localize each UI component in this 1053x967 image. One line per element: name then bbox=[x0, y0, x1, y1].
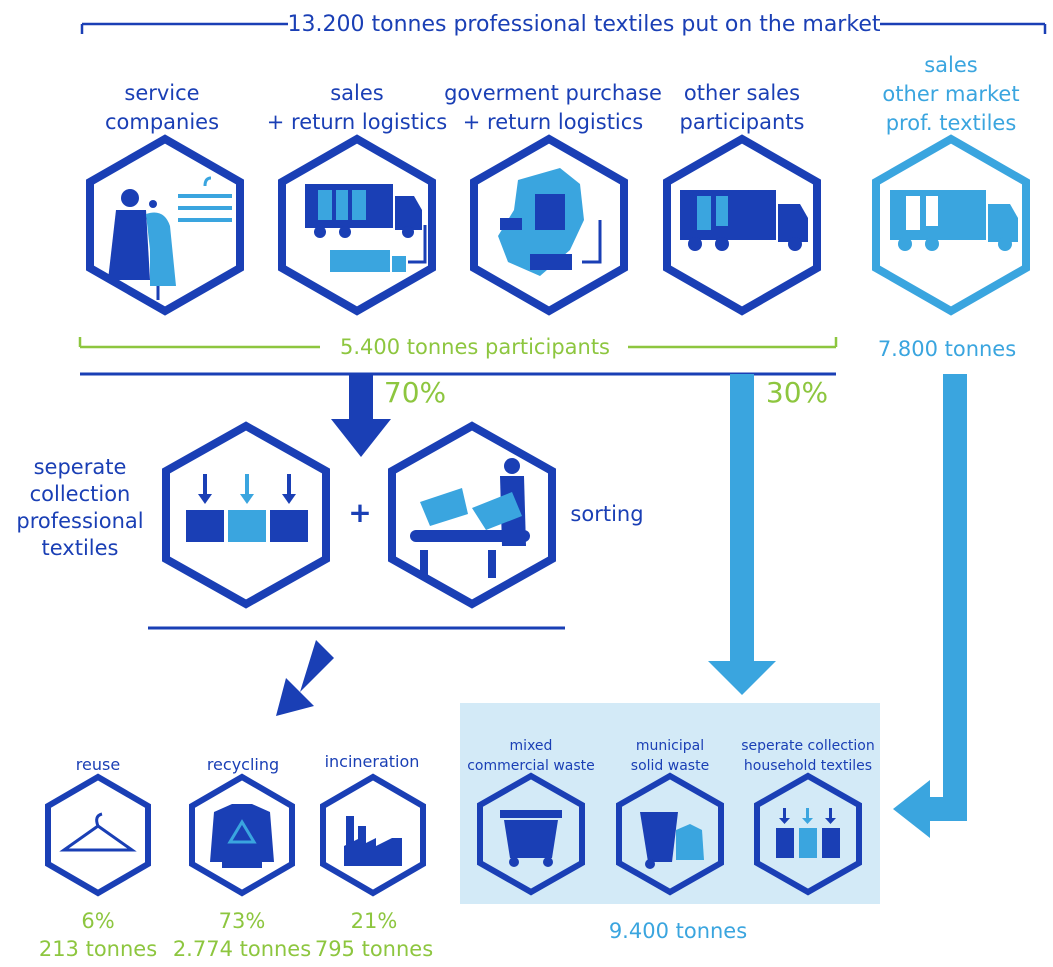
collection-line1: seperate bbox=[34, 455, 127, 479]
collection-hex bbox=[162, 421, 330, 609]
map-truck-icon bbox=[498, 168, 602, 276]
collection-line3: professional bbox=[16, 509, 143, 533]
waste-2-line2: solid waste bbox=[631, 758, 709, 774]
other-market-tonnes: 7.800 tonnes bbox=[878, 337, 1016, 361]
person-hangers-icon bbox=[108, 189, 176, 300]
arrow-30-icon bbox=[708, 374, 776, 695]
other-market-line1: sales bbox=[924, 53, 978, 77]
arrow-other-market-icon bbox=[893, 374, 967, 838]
collection-labels: seperate collection professional textile… bbox=[16, 455, 143, 560]
pct-30: 30% bbox=[766, 376, 828, 409]
participant-hex-2 bbox=[278, 134, 436, 316]
waste-3-line2: household textiles bbox=[744, 758, 872, 774]
plus-sign: + bbox=[348, 496, 371, 529]
truck-icon bbox=[890, 190, 1018, 251]
participant-labels: service companies sales + return logisti… bbox=[105, 81, 805, 134]
participant-2-line1: sales bbox=[330, 81, 384, 105]
participant-3-line1: goverment purchase bbox=[444, 81, 662, 105]
recycle-sweater-icon bbox=[210, 804, 274, 868]
incineration-hex bbox=[320, 773, 426, 897]
outcome-reuse-pct: 6% bbox=[81, 909, 114, 933]
participants-bracket bbox=[78, 337, 838, 349]
participant-4-line2: participants bbox=[680, 110, 805, 134]
top-bracket bbox=[80, 22, 1047, 34]
other-market-line2: other market bbox=[882, 82, 1019, 106]
other-market-hex bbox=[872, 134, 1030, 316]
waste-2-line1: municipal bbox=[636, 738, 704, 754]
outcome-labels: reuse recycling incineration bbox=[76, 752, 420, 774]
truck-icon bbox=[680, 190, 808, 251]
bin-clothes-icon bbox=[640, 812, 704, 869]
outcome-reuse-label: reuse bbox=[76, 755, 120, 774]
outcome-recycling-pct: 73% bbox=[219, 909, 266, 933]
collection-bins-icon bbox=[186, 474, 308, 542]
waste-labels: mixed commercial waste municipal solid w… bbox=[467, 738, 875, 774]
outcome-incineration-pct: 21% bbox=[351, 909, 398, 933]
participant-hex-1 bbox=[86, 134, 244, 316]
participant-hex-3 bbox=[470, 134, 628, 316]
waste-panel bbox=[460, 703, 880, 904]
waste-hex-3 bbox=[754, 772, 862, 896]
outcome-reuse-tonnes: 213 tonnes bbox=[39, 937, 157, 961]
waste-1-line1: mixed bbox=[510, 738, 553, 754]
collection-line2: collection bbox=[30, 482, 131, 506]
participant-4-line1: other sales bbox=[684, 81, 800, 105]
container-icon bbox=[500, 810, 562, 867]
participant-2-line2: + return logistics bbox=[267, 110, 448, 134]
outcome-values: 6% 213 tonnes 73% 2.774 tonnes 21% 795 t… bbox=[39, 909, 433, 961]
participant-1-line2: companies bbox=[105, 110, 219, 134]
participant-hex-4 bbox=[663, 134, 821, 316]
factory-icon bbox=[344, 816, 402, 866]
waste-hex-2 bbox=[616, 772, 724, 896]
top-label: 13.200 tonnes professional textiles put … bbox=[288, 12, 881, 37]
other-market-labels: sales other market prof. textiles bbox=[882, 53, 1019, 135]
hangers bbox=[178, 176, 232, 222]
other-market-line3: prof. textiles bbox=[886, 111, 1017, 135]
collection-line4: textiles bbox=[42, 536, 119, 560]
reuse-hex bbox=[45, 773, 151, 897]
arrow-70-icon bbox=[331, 374, 391, 457]
recycling-hex bbox=[189, 773, 295, 897]
pct-70: 70% bbox=[384, 376, 446, 409]
outcome-recycling-tonnes: 2.774 tonnes bbox=[173, 937, 311, 961]
waste-1-line2: commercial waste bbox=[467, 758, 595, 774]
bins-icon bbox=[776, 808, 840, 858]
participants-label: 5.400 tonnes participants bbox=[340, 335, 610, 359]
outcome-recycling-label: recycling bbox=[207, 755, 279, 774]
waste-hex-1 bbox=[477, 772, 585, 896]
waste-total: 9.400 tonnes bbox=[609, 919, 747, 943]
participant-3-line2: + return logistics bbox=[463, 110, 644, 134]
truck-clothes bbox=[318, 190, 366, 220]
outcome-incineration-label: incineration bbox=[325, 752, 420, 771]
sorting-icon bbox=[410, 458, 530, 578]
participant-1-line1: service bbox=[124, 81, 199, 105]
sorting-hex bbox=[388, 421, 556, 609]
arrow-down-left-icon bbox=[276, 640, 334, 716]
hanger-icon bbox=[59, 812, 137, 852]
waste-3-line1: seperate collection bbox=[741, 738, 874, 754]
outcome-incineration-tonnes: 795 tonnes bbox=[315, 937, 433, 961]
sorting-label: sorting bbox=[570, 502, 643, 526]
